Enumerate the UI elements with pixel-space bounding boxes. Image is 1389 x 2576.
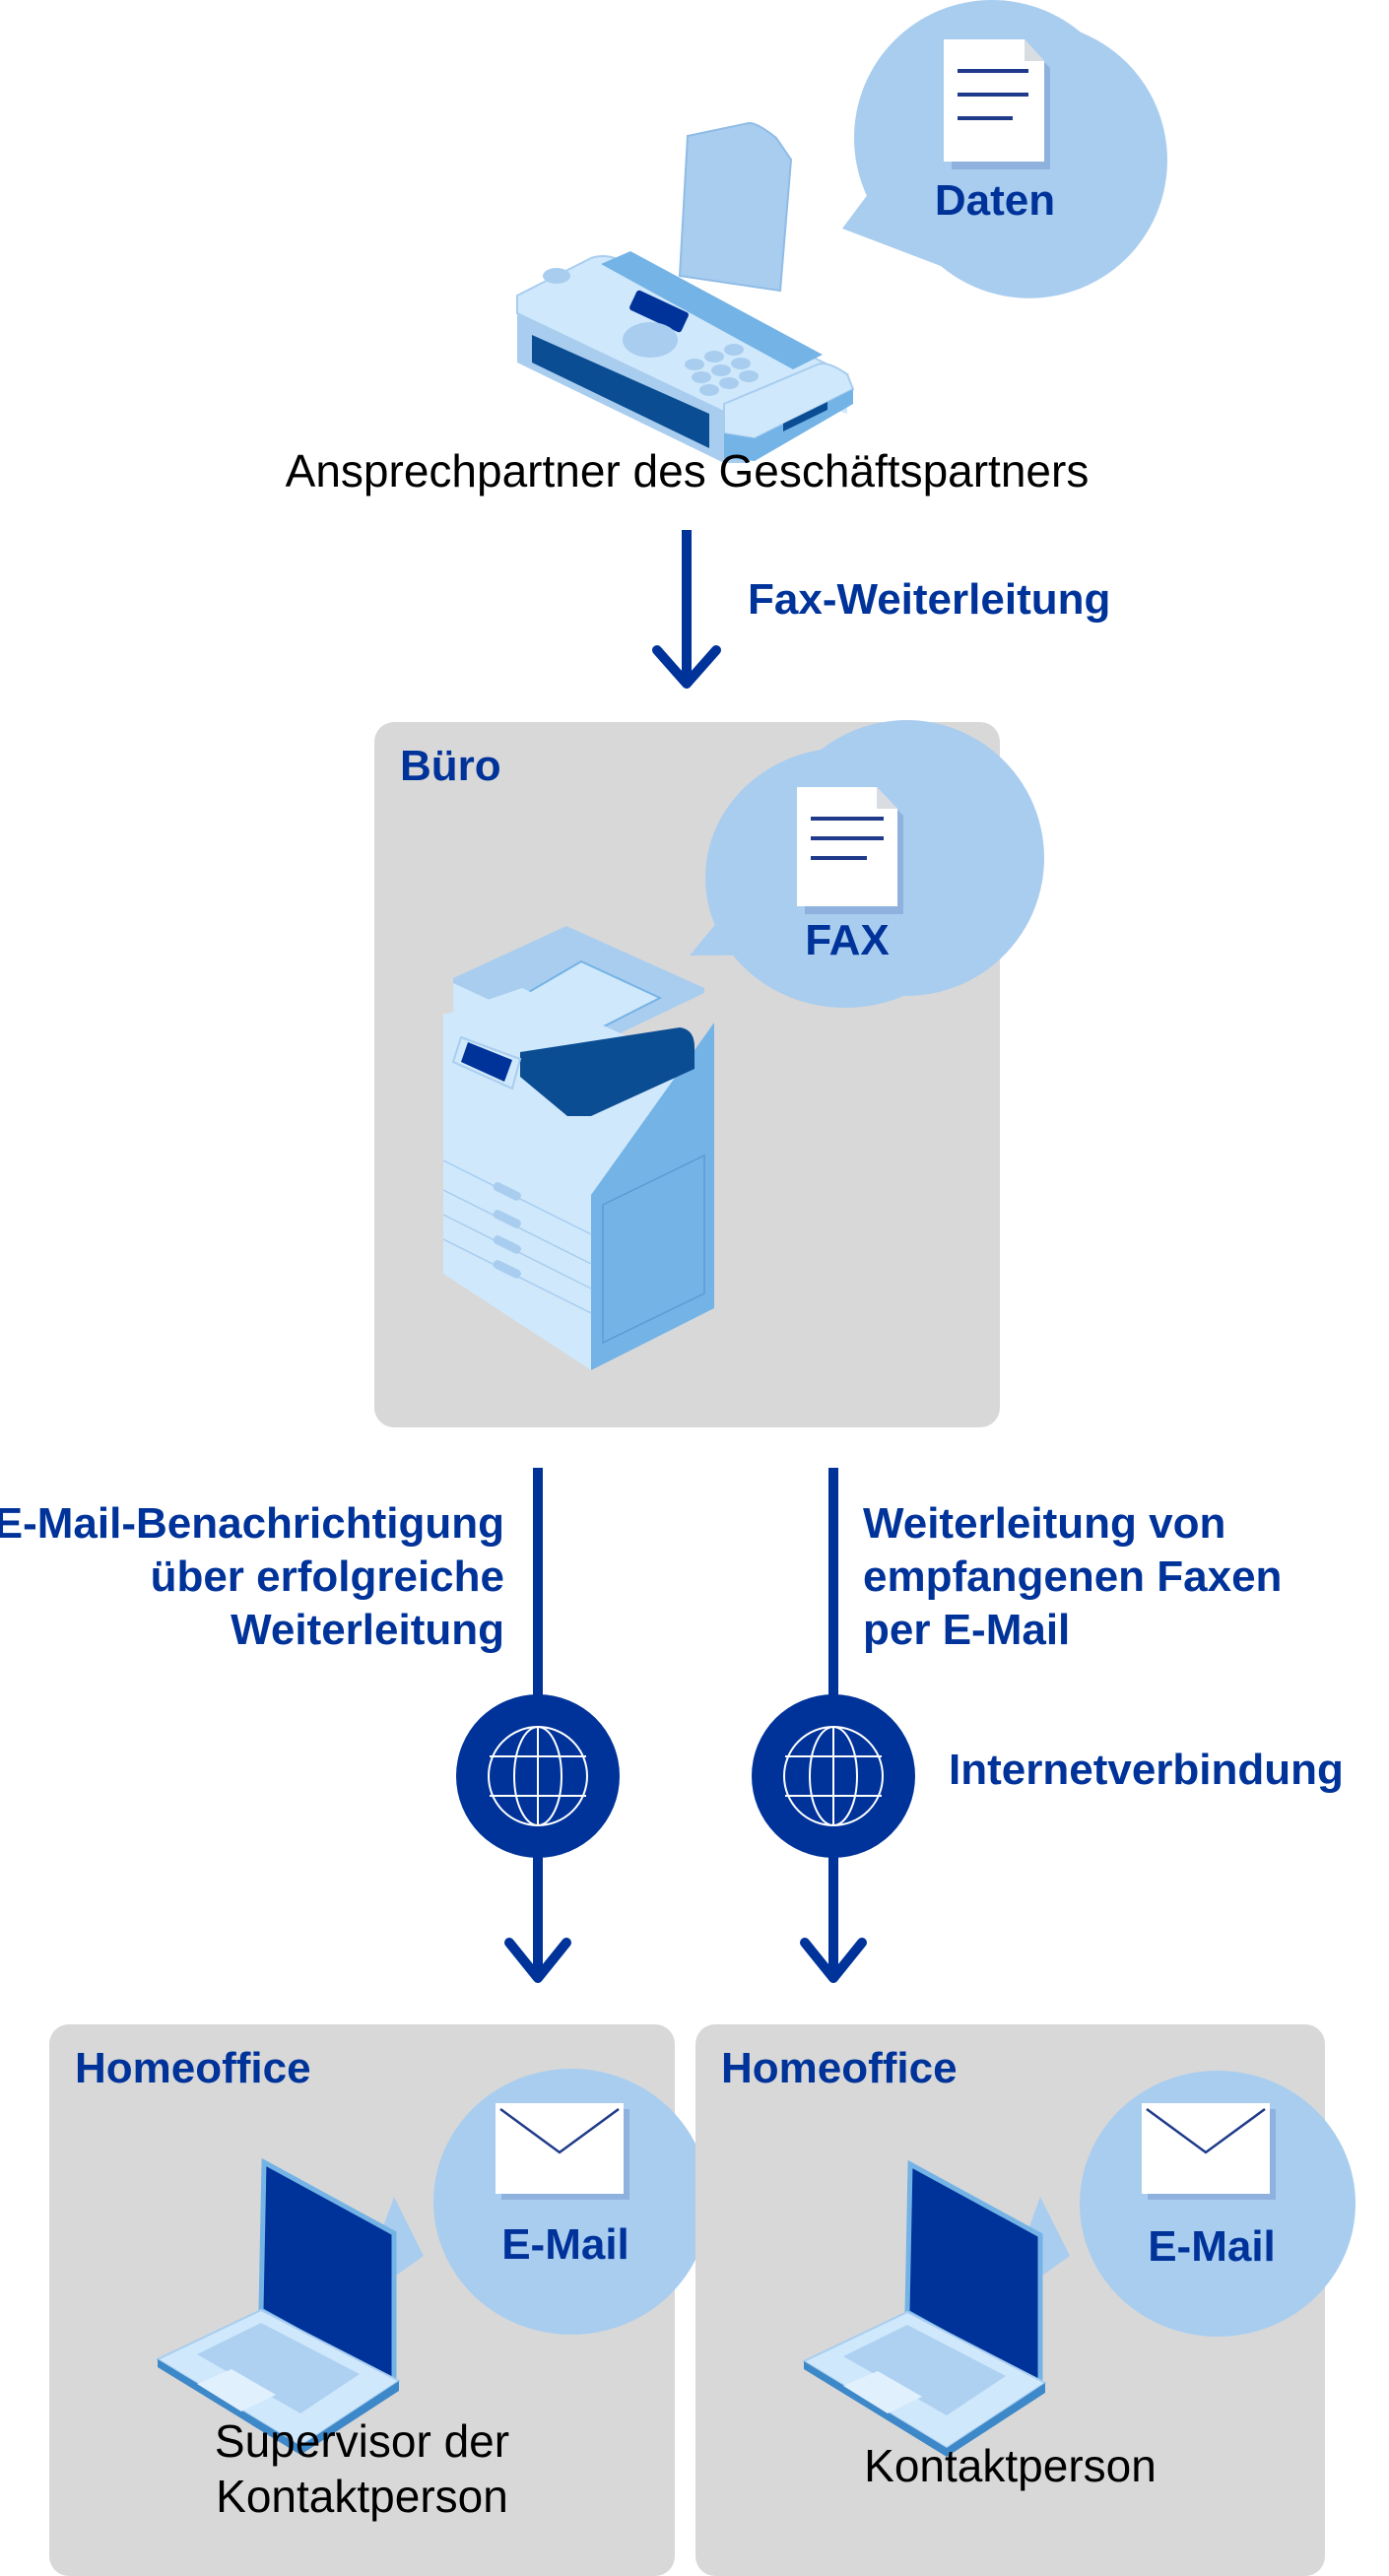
bubble-label-daten: Daten	[935, 176, 1055, 225]
globe-icon	[488, 1726, 588, 1826]
homeoffice-person-label: Kontaktperson	[695, 2438, 1325, 2493]
flow-label-fax-forwarding: Fax-Weiterleitung	[748, 575, 1111, 624]
arrow-down-icon	[652, 530, 721, 689]
person-label-line: Kontaktperson	[864, 2440, 1157, 2491]
flow-left-label: E-Mail-Benachrichtigung über erfolgreich…	[0, 1497, 504, 1657]
sender-person-label: Ansprechpartner des Geschäftspartners	[285, 445, 1090, 496]
flow-left-label-line: über erfolgreiche	[150, 1552, 504, 1601]
homeoffice-title: Homeoffice	[75, 2044, 311, 2092]
document-icon	[797, 787, 903, 914]
homeoffice-illustration: E-Mail	[155, 2069, 709, 2455]
envelope-icon	[496, 2103, 629, 2200]
flow-right-label-line: Weiterleitung von	[863, 1499, 1226, 1548]
flow-left-label-line: E-Mail-Benachrichtigung	[0, 1499, 504, 1548]
flow-lines	[456, 1468, 915, 1983]
homeoffice-illustration: E-Mail	[801, 2071, 1356, 2457]
person-label-line: Supervisor der	[214, 2415, 510, 2467]
bubble-label-email: E-Mail	[1148, 2222, 1276, 2271]
flow-right-arrow	[752, 1468, 915, 1983]
homeoffice-panel-supervisor: Homeoffice E-Mail Supervisor der Kontakt…	[49, 2024, 709, 2576]
multifunction-printer-icon	[442, 926, 714, 1370]
flow-right-label-line: empfangenen Faxen	[863, 1552, 1283, 1601]
globe-icon	[783, 1726, 884, 1826]
bubble-label-fax: FAX	[805, 916, 890, 964]
document-icon	[944, 39, 1050, 169]
office-title: Büro	[400, 742, 501, 790]
homeoffice-person-label: Supervisor der Kontaktperson	[49, 2413, 675, 2524]
bubble-label-email: E-Mail	[501, 2220, 629, 2269]
flow-left-label-line: Weiterleitung	[231, 1606, 504, 1654]
flow-right-label-line: per E-Mail	[863, 1606, 1071, 1654]
laptop-icon	[155, 2157, 401, 2455]
flow-right-label: Weiterleitung von empfangenen Faxen per …	[863, 1497, 1282, 1657]
fax-machine-icon	[516, 121, 855, 463]
speech-bubble-fax: FAX	[442, 720, 1044, 1370]
internet-connection-label: Internetverbindung	[949, 1746, 1344, 1794]
homeoffice-title: Homeoffice	[721, 2044, 958, 2092]
person-label-line: Kontaktperson	[216, 2471, 508, 2522]
envelope-icon	[1142, 2103, 1276, 2200]
flow-left-arrow	[456, 1468, 620, 1983]
speech-bubble-daten: Daten	[516, 0, 1167, 463]
laptop-icon	[801, 2159, 1047, 2457]
homeoffice-panel-contact: Homeoffice E-Mail Kontaktperson	[695, 2024, 1356, 2576]
